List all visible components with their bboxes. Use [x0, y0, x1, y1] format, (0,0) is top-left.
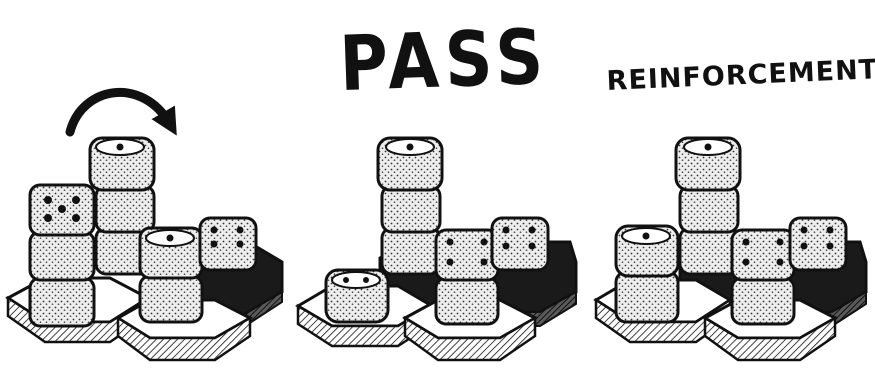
dice-stack-middle [140, 228, 202, 322]
die-front [326, 270, 388, 322]
dice-stack-left [616, 226, 678, 322]
dice-stack-middle [732, 230, 794, 324]
die-right [200, 218, 256, 270]
dice-stack-middle [436, 230, 498, 324]
move-arrow-icon [70, 92, 170, 132]
die-right [492, 218, 548, 270]
dice-stack-tall [378, 138, 442, 274]
panel-2 [298, 138, 576, 360]
panel-3 [596, 138, 866, 360]
dice-stack-tall [676, 138, 740, 274]
dice-stack-left [30, 185, 94, 326]
panel-caption-pass: PASS [338, 13, 550, 109]
panel-1 [8, 92, 282, 360]
die-right [790, 218, 846, 270]
